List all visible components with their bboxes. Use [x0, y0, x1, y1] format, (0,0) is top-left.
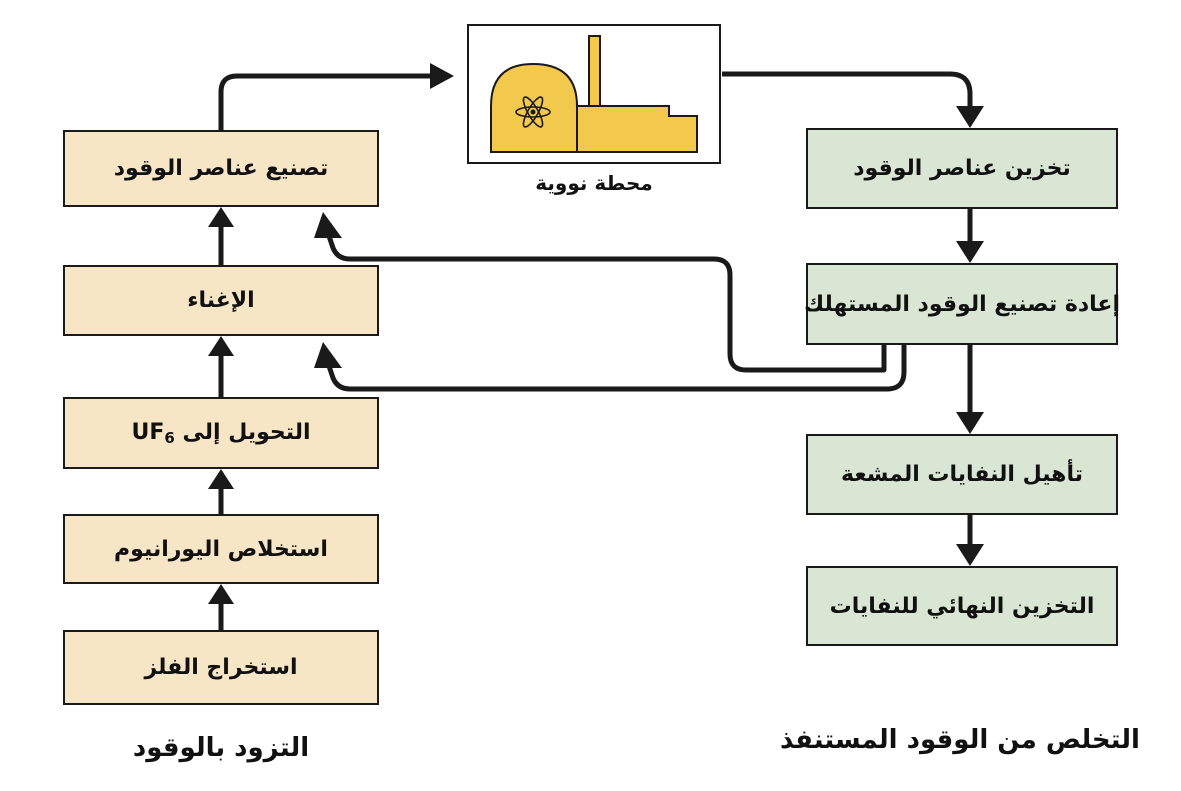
- plant-building: [576, 105, 698, 153]
- arrowhead-storage: [956, 106, 984, 128]
- step-enrichment: الإغناء: [63, 265, 379, 336]
- arrowhead-recycle-enrichment: [314, 342, 342, 368]
- supply-chain-caption: التزود بالوقود: [132, 733, 310, 763]
- arrowhead-disposal: [956, 544, 984, 566]
- spent-fuel-caption: التخلص من الوقود المستنفذ: [780, 725, 1140, 755]
- step-ore-mining-label: استخراج الفلز: [144, 655, 298, 680]
- arrowhead-plant: [430, 63, 454, 89]
- step-fuel-element-storage: تخزين عناصر الوقود: [806, 128, 1118, 209]
- step-ore-mining: استخراج الفلز: [63, 630, 379, 705]
- nuclear-plant-icon: [490, 35, 698, 153]
- nuclear-plant-label: محطة نووية: [535, 171, 653, 195]
- conversion-formula-main: UF: [131, 419, 165, 445]
- step-fuel-element-storage-label: تخزين عناصر الوقود: [853, 156, 1071, 181]
- step-uranium-extraction: استخلاص اليورانيوم: [63, 514, 379, 584]
- arrowhead-recycle-fabrication: [314, 212, 342, 238]
- arrowhead-enrichment: [208, 336, 234, 356]
- nuclear-plant: [467, 24, 721, 164]
- arrow-recycle-to-enrichment: [326, 345, 907, 392]
- step-final-disposal-label: التخزين النهائي للنفايات: [829, 593, 1095, 619]
- step-waste-conditioning-label: تأهيل النفايات المشعة: [841, 462, 1083, 487]
- plant-chimney: [588, 35, 601, 117]
- step-reprocessing: إعادة تصنيع الوقود المستهلك: [803, 263, 1120, 345]
- arrow-recycle-to-fabrication: [326, 235, 887, 373]
- arrowhead-conversion: [208, 469, 234, 489]
- step-fuel-element-fabrication-label: تصنيع عناصر الوقود: [113, 156, 329, 181]
- step-conversion-label: التحويل إلى UF6: [131, 420, 310, 447]
- arrow-plant-to-storage: [722, 71, 973, 108]
- arrowhead-conditioning: [956, 412, 984, 434]
- arrowhead-reprocessing: [956, 241, 984, 263]
- arrowhead-fabrication: [208, 207, 234, 227]
- conversion-prefix: التحويل إلى: [174, 419, 311, 445]
- step-uranium-extraction-label: استخلاص اليورانيوم: [114, 536, 328, 562]
- step-reprocessing-label: إعادة تصنيع الوقود المستهلك: [803, 291, 1120, 317]
- conversion-formula-sub: 6: [164, 428, 175, 447]
- atom-symbol: [515, 96, 551, 128]
- step-waste-conditioning: تأهيل النفايات المشعة: [806, 434, 1118, 515]
- arrow-fabrication-to-plant: [218, 73, 432, 130]
- arrowhead-extraction: [208, 584, 234, 604]
- conversion-formula: UF6: [131, 419, 175, 447]
- plant-reactor-dome: [490, 62, 578, 153]
- step-enrichment-label: الإغناء: [187, 288, 255, 313]
- step-final-disposal: التخزين النهائي للنفايات: [806, 566, 1118, 646]
- step-conversion: التحويل إلى UF6: [63, 397, 379, 469]
- step-fuel-element-fabrication: تصنيع عناصر الوقود: [63, 130, 379, 207]
